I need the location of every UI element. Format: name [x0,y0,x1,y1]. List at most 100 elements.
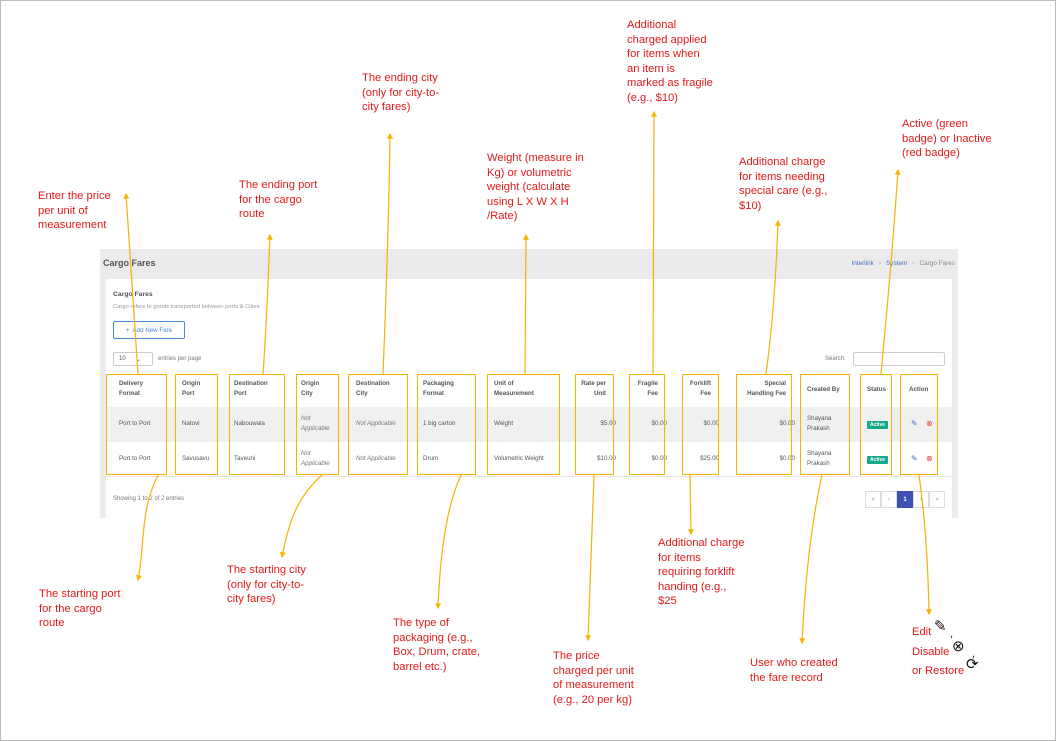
card-title: Cargo Fares [113,291,153,298]
pager-prev[interactable]: ‹ [881,491,897,508]
cell-fragile-fee: $0.00 [651,420,667,427]
cell-destination-port: Taveuni [234,455,256,462]
disable-circle-x-icon[interactable]: ⊗ [926,454,933,463]
th-unit-of-measurement[interactable]: Unit of Measurement [494,380,534,397]
cell-destination-city: Not Applicable [356,455,396,462]
th-action: Action [909,386,929,393]
chevron-right-icon: › [878,260,882,267]
th-status[interactable]: Status [867,386,886,393]
th-destination-city[interactable]: Destination City [356,380,390,397]
search-input[interactable] [853,352,945,366]
cell-unit: Volumetric Weight [494,455,544,462]
status-badge: Active [867,456,889,464]
highlight-origin-city [296,374,339,475]
note-comma: , [950,628,954,640]
note-ending-city: The ending city (only for city-to- city … [362,72,440,114]
card-description: Cargo refers to goods transported betwee… [113,304,260,310]
highlight-created-by [800,374,850,475]
highlight-fragile-fee [629,374,665,475]
note-action-restore: or Restore [912,665,965,677]
status-badge: Active [867,421,889,429]
cell-forklift-fee: $0.00 [703,420,719,427]
cell-origin-city: Not Applicable [301,415,330,432]
pager-page-1[interactable]: 1 [897,491,913,508]
cell-destination-port: Nabouwala [234,420,265,427]
edit-pencil-icon[interactable]: ✎ [911,419,918,428]
highlight-special-handling-fee [736,374,792,475]
plus-icon: + [125,326,130,334]
th-packaging-format[interactable]: Packaging Format [423,380,454,397]
note-packaging: The type of packaging (e.g., Box, Drum, … [393,617,481,673]
cell-created-by: Shayana Prakash [807,450,832,467]
th-origin-city[interactable]: Origin City [301,380,320,397]
note-action-disable: Disable [912,646,950,658]
highlight-destination-city [348,374,408,475]
breadcrumb-system[interactable]: System [886,260,908,267]
note-fragile-fee: Additional charged applied for items whe… [627,19,713,104]
note-ending-port: The ending port for the cargo route [239,179,318,221]
highlight-action [900,374,938,475]
breadcrumb-interlink[interactable]: Interlink [851,260,874,267]
note-action-edit: Edit [912,626,932,638]
table-row [106,407,952,442]
chevron-down-icon: ⌄ [135,356,141,363]
entries-per-page-select[interactable]: 10 ⌄ [113,352,153,366]
cell-rate: $5.00 [600,420,616,427]
cell-origin-port: Natovi [182,420,200,427]
note-unit-of-measurement: Weight (measure in Kg) or volumetric wei… [487,152,584,223]
disable-circle-x-icon[interactable]: ⊗ [926,419,933,428]
cell-origin-port: Savusavu [182,455,210,462]
cell-origin-city: Not Applicable [301,450,330,467]
note-price-per-unit: Enter the price per unit of measurement [38,190,111,232]
cell-destination-city: Not Applicable [356,420,396,427]
th-created-by[interactable]: Created By [807,386,840,393]
cell-fragile-fee: $0.00 [651,455,667,462]
note-rate-per-unit: The price charged per unit of measuremen… [553,650,634,706]
th-origin-port[interactable]: Origin Port [182,380,201,397]
pager-next[interactable]: › [913,491,929,508]
pager-last[interactable]: » [929,491,945,508]
note-status: Active (green badge) or Inactive (red ba… [902,118,992,160]
th-delivery-format[interactable]: Delivery Format [119,380,144,397]
edit-pencil-icon[interactable]: ✎ [911,454,918,463]
add-new-fare-button[interactable]: + Add New Fare [113,321,185,339]
entries-per-page-label: entries per page [158,356,202,362]
highlight-forklift-fee [682,374,719,475]
showing-entries: Showing 1 to 2 of 2 entries [113,496,185,502]
highlight-packaging-format [417,374,476,475]
note-forklift: Additional charge for items requiring fo… [658,537,745,608]
pager-first[interactable]: « [865,491,881,508]
entries-value: 10 [119,356,126,362]
note-comma: , [972,648,976,660]
th-special-handling-fee[interactable]: Special Handling Fee [747,380,786,397]
pencil-icon: ✎ [934,618,947,635]
th-fragile-fee[interactable]: Fragile Fee [637,380,658,397]
cell-special-handling-fee: $0.00 [779,455,795,462]
th-destination-port[interactable]: Destination Port [234,380,268,397]
cell-packaging-format: Drum [423,455,439,462]
highlight-rate-per-unit [575,374,614,475]
page-title: Cargo Fares [103,258,156,268]
panel-header: Cargo Fares Interlink›System›Cargo Fares [100,249,958,279]
cell-packaging-format: 1 big carton [423,420,456,427]
cell-created-by: Shayana Prakash [807,415,832,432]
circle-x-icon: ⊗ [952,638,965,655]
note-starting-port: The starting port for the cargo route [39,588,121,630]
breadcrumb: Interlink›System›Cargo Fares [851,260,955,267]
search-label: Search: [825,356,846,362]
th-rate-per-unit[interactable]: Rate per Unit [581,380,606,397]
panel-gutter-left [100,279,106,518]
refresh-icon: ⟳ [966,656,979,673]
cell-delivery-format: Port to Port [119,455,151,462]
highlight-origin-port [175,374,218,475]
highlight-delivery-format [106,374,167,475]
th-forklift-fee[interactable]: Forklift Fee [690,380,711,397]
table-row [106,442,952,477]
cell-delivery-format: Port to Port [119,420,151,427]
chevron-right-icon: › [912,260,915,267]
cargo-fares-panel: Cargo Fares Interlink › System › Cargo Fares… [100,249,958,518]
cell-special-handling-fee: $0.00 [779,420,795,427]
cell-unit: Weight [494,420,514,427]
cell-rate: $10.00 [597,455,616,462]
note-special-handling: Additional charge for items needing spec… [739,156,828,212]
